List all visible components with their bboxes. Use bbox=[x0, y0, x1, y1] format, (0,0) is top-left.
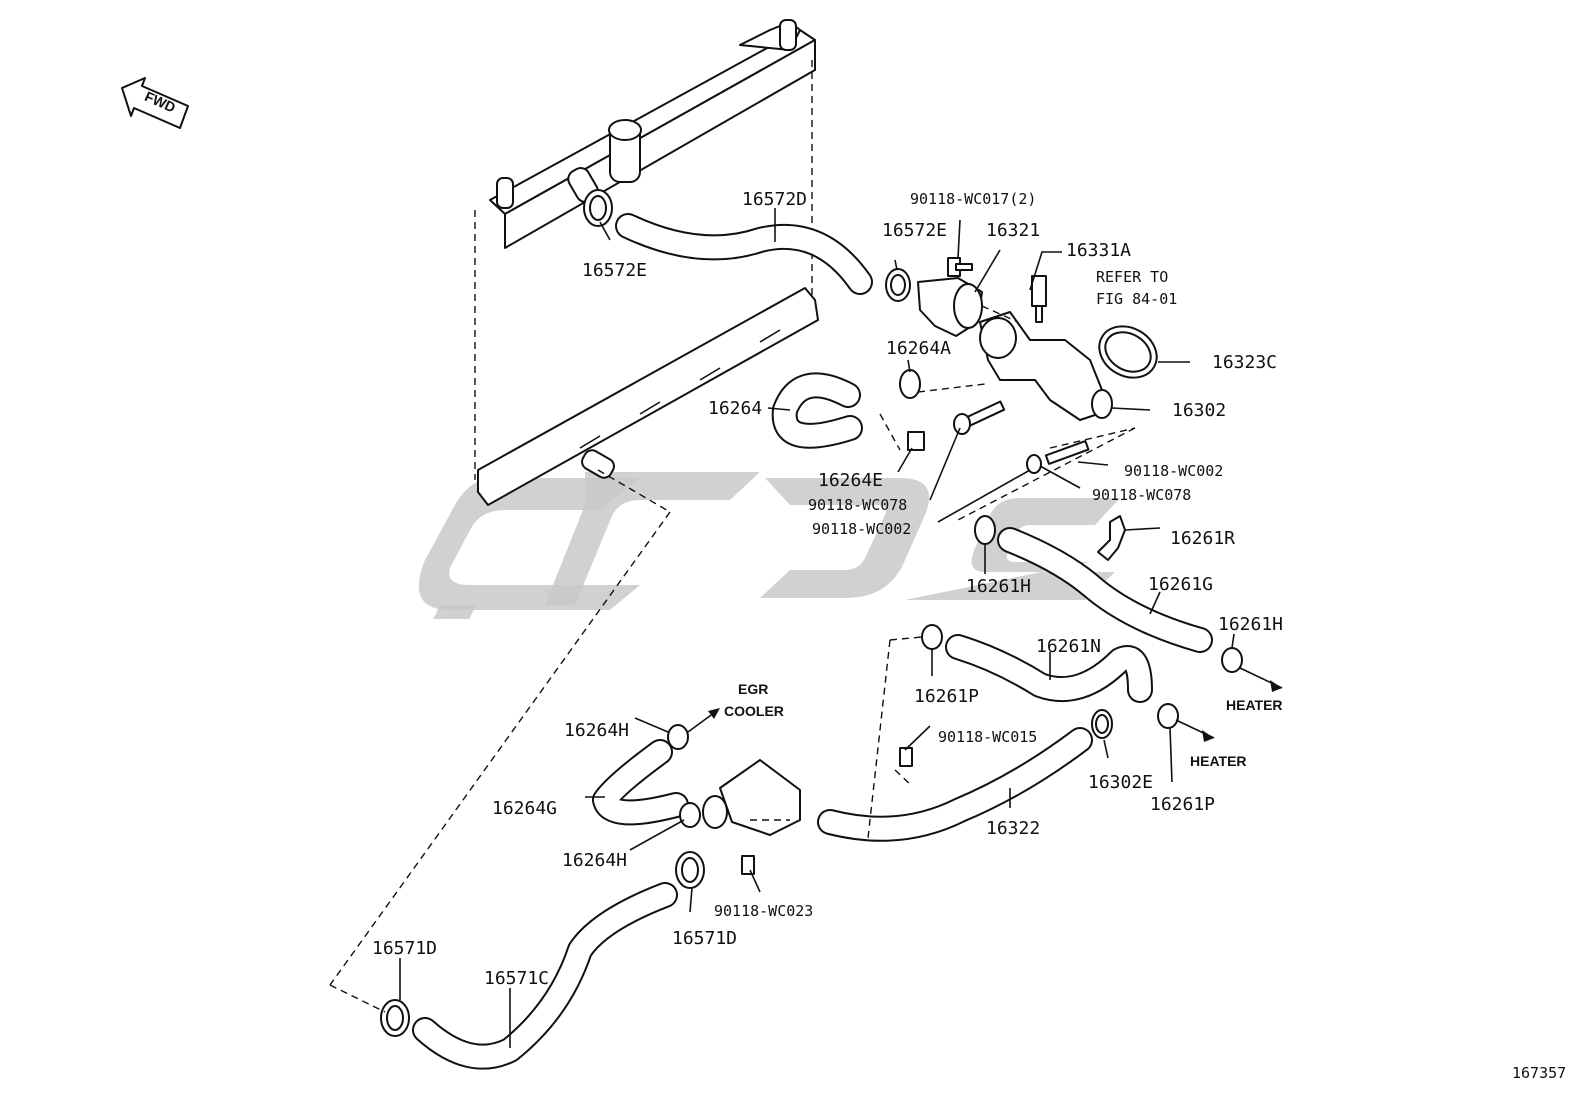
label-16261R: 16261R bbox=[1170, 528, 1235, 549]
label-16261G: 16261G bbox=[1148, 574, 1213, 595]
clamp-16261P-a bbox=[921, 624, 943, 650]
label-16264H-a: 16264H bbox=[564, 720, 629, 741]
label-16572E-left: 16572E bbox=[582, 260, 647, 281]
clamp-16261H-a bbox=[974, 515, 996, 545]
label-90118-WC078-b: 90118-WC078 bbox=[1092, 486, 1191, 504]
label-90118-WC015: 90118-WC015 bbox=[938, 728, 1037, 746]
label-16302E: 16302E bbox=[1088, 772, 1153, 793]
label-16264G: 16264G bbox=[492, 798, 557, 819]
clamp-16264A bbox=[899, 369, 921, 399]
clamp-16261H-b bbox=[1221, 647, 1243, 673]
figure-number: 167357 bbox=[1512, 1064, 1566, 1082]
hose-clamp-16572E-left bbox=[583, 189, 613, 227]
label-16322: 16322 bbox=[986, 818, 1040, 839]
clamp-16571D-b bbox=[675, 851, 705, 889]
hose-clamp-16572E-right bbox=[885, 268, 911, 302]
label-16572D: 16572D bbox=[742, 189, 807, 210]
label-16264A: 16264A bbox=[886, 338, 951, 359]
part-labels: 16572D 16572E 90118-WC017(2) 16572E 1632… bbox=[372, 189, 1566, 1082]
label-refer-line1: REFER TO bbox=[1096, 268, 1168, 286]
label-16571D-a: 16571D bbox=[372, 938, 437, 959]
water-outlet-16321 bbox=[917, 277, 983, 337]
label-16323C: 16323C bbox=[1212, 352, 1277, 373]
label-16261N: 16261N bbox=[1036, 636, 1101, 657]
egr-hose-16264G bbox=[592, 739, 689, 826]
label-16261P-b: 16261P bbox=[1150, 794, 1215, 815]
stud-90118-WC002-b bbox=[1026, 440, 1090, 474]
bolt-90118-WC017 bbox=[947, 257, 973, 277]
label-16264H-b: 16264H bbox=[562, 850, 627, 871]
radiator bbox=[474, 19, 819, 506]
clamp-16261P-b bbox=[1157, 703, 1179, 729]
flow-arrows bbox=[687, 667, 1283, 742]
label-16331A: 16331A bbox=[1066, 240, 1131, 261]
clamp-16264H-a bbox=[667, 724, 689, 750]
bolt-90118-WC015 bbox=[899, 747, 913, 767]
label-16571D-b: 16571D bbox=[672, 928, 737, 949]
label-16264: 16264 bbox=[708, 398, 762, 419]
clamp-16571D-a bbox=[380, 999, 410, 1037]
water-inlet-housing-16302 bbox=[979, 311, 1113, 421]
heater-hose-16261N bbox=[945, 634, 1153, 703]
water-inlet-flange bbox=[702, 759, 801, 836]
thermostat-16331A bbox=[1031, 275, 1047, 323]
label-16302: 16302 bbox=[1172, 400, 1226, 421]
label-16571C: 16571C bbox=[484, 968, 549, 989]
label-16321: 16321 bbox=[986, 220, 1040, 241]
o-ring-16302E bbox=[1091, 709, 1113, 739]
stud-90118-WC078-a bbox=[953, 400, 1006, 435]
label-16264E: 16264E bbox=[818, 470, 883, 491]
label-egr-line1: EGR bbox=[738, 681, 768, 697]
label-egr-line2: COOLER bbox=[724, 703, 784, 719]
label-90118-WC017: 90118-WC017(2) bbox=[910, 190, 1036, 208]
gasket-16323C bbox=[1098, 325, 1158, 379]
label-refer-line2: FIG 84-01 bbox=[1096, 290, 1177, 308]
label-16572E-right: 16572E bbox=[882, 220, 947, 241]
clip-16261R bbox=[1097, 515, 1126, 561]
fwd-direction-arrow: FWD bbox=[121, 77, 189, 129]
water-pipe-16322 bbox=[817, 727, 1093, 842]
leader-lines bbox=[399, 208, 1235, 1048]
label-90118-WC078-a: 90118-WC078 bbox=[808, 496, 907, 514]
label-90118-WC002-b: 90118-WC002 bbox=[1124, 462, 1223, 480]
clamp-16264H-b bbox=[679, 802, 701, 828]
label-heater-b: HEATER bbox=[1190, 753, 1247, 769]
label-16261H-b: 16261H bbox=[1218, 614, 1283, 635]
label-16261H-a: 16261H bbox=[966, 576, 1031, 597]
label-heater-a: HEATER bbox=[1226, 697, 1283, 713]
clamp-16264E bbox=[907, 431, 925, 451]
lower-radiator-hose-16571C bbox=[412, 882, 678, 1070]
assembly-dashed-lines bbox=[329, 305, 1136, 1013]
hose-16264 bbox=[771, 372, 863, 449]
upper-radiator-hose-16572D bbox=[615, 213, 873, 295]
bolt-90118-WC023 bbox=[741, 855, 755, 875]
label-16261P-a: 16261P bbox=[914, 686, 979, 707]
label-90118-WC023: 90118-WC023 bbox=[714, 902, 813, 920]
label-90118-WC002-a: 90118-WC002 bbox=[812, 520, 911, 538]
heater-hose-16261G bbox=[997, 527, 1213, 653]
